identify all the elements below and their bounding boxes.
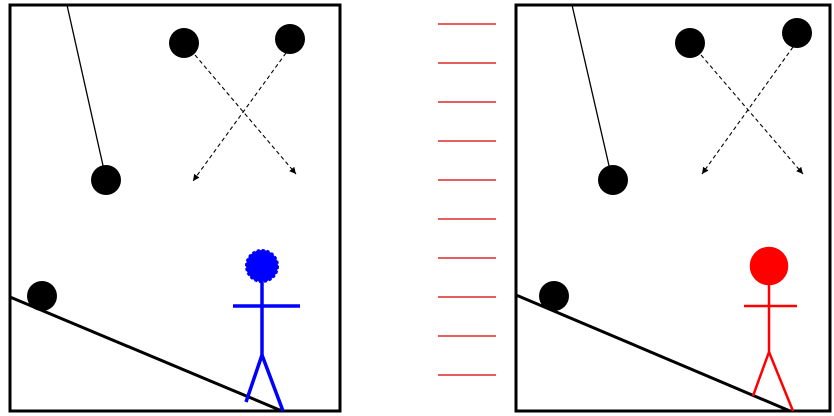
stick-figure-head bbox=[749, 246, 789, 286]
stick-figure-left-leg bbox=[751, 351, 771, 397]
right-panel-frame bbox=[514, 3, 832, 413]
crossing-ball-right bbox=[782, 18, 812, 48]
trajectory-arrow-left-ball bbox=[194, 54, 297, 175]
stick-figure-head bbox=[245, 249, 279, 283]
crossing-ball-left bbox=[675, 28, 705, 58]
stick-figure bbox=[233, 249, 300, 412]
left-panel-frame bbox=[8, 3, 342, 413]
separator-dashes bbox=[438, 23, 496, 376]
stick-figure-left-leg bbox=[244, 354, 264, 403]
pendulum-ball bbox=[91, 165, 121, 195]
ramp-ball bbox=[27, 281, 57, 311]
pendulum-string bbox=[66, 4, 105, 171]
trajectory-arrow-right-ball bbox=[701, 46, 794, 175]
trajectory-arrow-right-ball bbox=[192, 52, 287, 182]
ramp-ball bbox=[539, 281, 569, 311]
left-panel bbox=[8, 3, 342, 413]
stick-figure bbox=[744, 246, 797, 412]
right-panel bbox=[514, 3, 832, 413]
crossing-ball-right bbox=[275, 24, 305, 54]
trajectory-arrow-left-ball bbox=[700, 54, 804, 175]
stick-figure-right-leg bbox=[767, 351, 795, 412]
ramp bbox=[515, 293, 791, 413]
crossing-ball-left bbox=[169, 28, 199, 58]
pendulum-string bbox=[571, 4, 611, 171]
ramp bbox=[9, 295, 283, 413]
stick-figure-right-leg bbox=[260, 354, 285, 412]
pendulum-ball bbox=[598, 165, 628, 195]
